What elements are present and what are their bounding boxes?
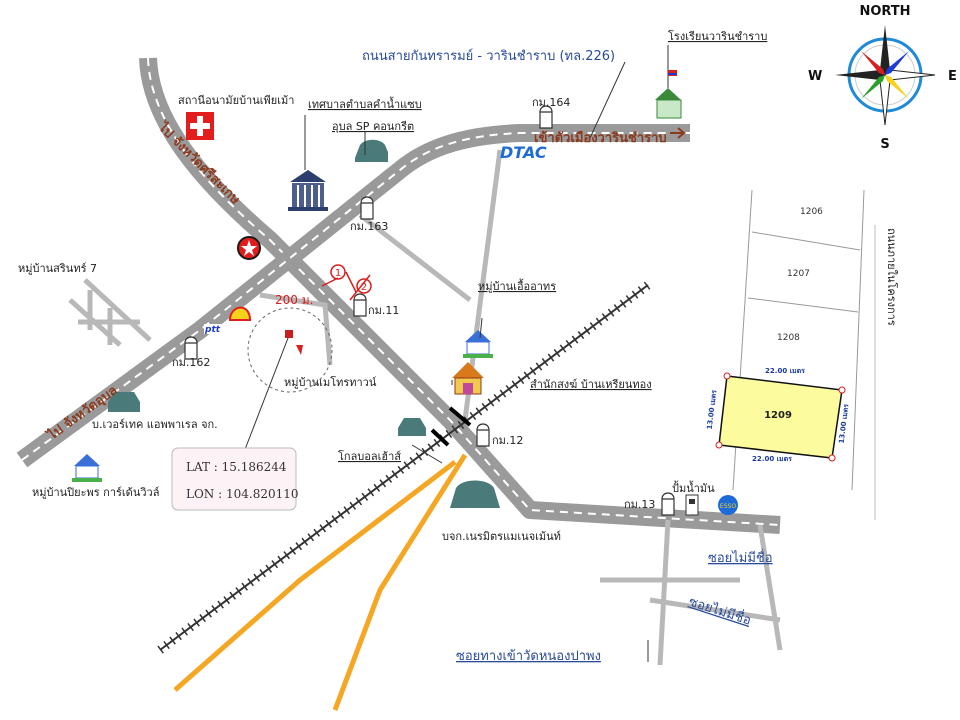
label-municipality: เทศบาลตำบลคำน้ำแซบ: [308, 96, 422, 111]
label-monastery: สำนักสงฆ์ บ้านเหรียนทอง: [530, 378, 652, 391]
label-school: โรงเรียนวารินชำราบ: [668, 29, 767, 43]
coordinate-leader-line: [243, 337, 289, 453]
label-company: บจก.เนรมิตรแมเนจเม้นท์: [442, 530, 561, 543]
icons: ESSO: [72, 45, 738, 662]
label-to-warin: เข้าตัวเมืองวารินชำราบ: [534, 130, 667, 146]
label-km163: กม.163: [350, 220, 388, 233]
plot-dim-top: 22.00 เมตร: [765, 367, 805, 375]
compass-east-label: E: [948, 69, 957, 84]
coordinate-box: [171, 447, 297, 511]
direction-arrow-icon: [670, 127, 686, 139]
label-route-1: 1: [335, 268, 341, 279]
compass-north-label: NORTH: [859, 4, 910, 19]
gas-station-logo-icon: ESSO: [718, 495, 738, 515]
label-project-road: ถนนภายในโครงการ: [885, 228, 899, 326]
municipality-building-icon: [288, 170, 328, 211]
label-leader-lines: [304, 45, 669, 662]
label-km13: กม.13: [624, 498, 655, 511]
plot-1208-label: 1208: [777, 333, 800, 343]
plot-1207-label: 1207: [787, 269, 810, 279]
label-village-uea: หมู่บ้านเอื้ออาทร: [478, 278, 556, 293]
orange-road-1: [332, 453, 468, 711]
plot-diagram: [715, 189, 876, 520]
label-main-road: ถนนสายกันทรารมย์ - วารินชำราบ (ทล.226): [362, 48, 615, 64]
plot-dim-bottom: 22.00 เมตร: [752, 455, 792, 463]
orange-road-2: [173, 460, 457, 692]
route-markers: [321, 264, 372, 301]
label-dist-200: 200 ม.: [275, 293, 313, 307]
monastery-icon: [452, 362, 484, 395]
km-marker-icons: [184, 105, 675, 516]
label-km164: กม.164: [532, 96, 570, 109]
label-lon: LON : 104.820110: [186, 487, 299, 501]
health-station-icon: [186, 112, 214, 140]
label-project-village: หมู่บ้านเมโทรทาวน์: [284, 375, 377, 389]
compass-west-label: W: [808, 69, 822, 84]
label-gas-station: ปั้มน้ำมัน: [672, 480, 715, 495]
label-ptt: ptt: [204, 325, 221, 335]
shell-logo-icon: [228, 306, 252, 321]
concrete-factory-icon: [355, 139, 388, 162]
project-location-pin-icon: [247, 307, 333, 393]
plot-1209-label: 1209: [764, 410, 792, 421]
village-sarin-roads: [68, 278, 152, 347]
metro-town-road: [259, 292, 333, 366]
label-soi-temple: ซอยทางเข้าวัดหนองปาพง: [456, 649, 601, 664]
plot-dim-left: 13.00 เมตร: [706, 389, 719, 430]
label-factory: บ.เวอร์เทค แอพพาเรล จก.: [92, 418, 218, 431]
ptt-logo-icon: [204, 324, 230, 334]
label-dtac: DTAC: [500, 143, 547, 162]
warehouse-icons: [108, 392, 500, 508]
svg-text:ESSO: ESSO: [720, 503, 736, 510]
caltex-logo-icon: [237, 236, 261, 260]
compass-south-label: S: [880, 137, 889, 152]
gas-pump-icon: [685, 494, 699, 516]
railway-crossing: [430, 406, 472, 447]
label-km162: กม.162: [172, 356, 210, 369]
label-lat: LAT : 15.186244: [186, 460, 287, 474]
highway-226-road-dash: [21, 132, 690, 461]
plot-1206-label: 1206: [800, 207, 823, 217]
railway: [157, 281, 651, 654]
label-village-piya: หมู่บ้านปิยะพร การ์เด้นวิวล์: [32, 486, 159, 499]
road-network: [16, 57, 783, 711]
label-soi-unnamed-1: ซอยไม่มีชื่อ: [708, 549, 773, 566]
label-concrete: อุบล SP คอนกรีต: [332, 120, 414, 133]
village-house-icons: [72, 330, 493, 482]
label-health-station: สถานีอนามัยบ้านเพียเม้า: [178, 94, 294, 107]
label-route-2: 2: [361, 282, 367, 293]
soi-roads: [600, 519, 783, 666]
label-soi-unnamed-2: ซอยไม่มีชื่อ: [687, 593, 754, 629]
village-uea-road: [358, 213, 472, 302]
label-village-sarin: หมู่บ้านสรินทร์ 7: [18, 262, 97, 275]
label-to-ubon: ไป จังหวัดอุบล: [43, 381, 121, 444]
label-warehouse: โกลบอลเฮ้าส์: [338, 449, 401, 463]
label-km11: กม.11: [368, 304, 399, 317]
school-icon: [655, 70, 682, 119]
label-km12: กม.12: [492, 434, 523, 447]
compass-rose-icon: [835, 25, 936, 126]
highway-sisaket-road-dash: [147, 57, 781, 526]
